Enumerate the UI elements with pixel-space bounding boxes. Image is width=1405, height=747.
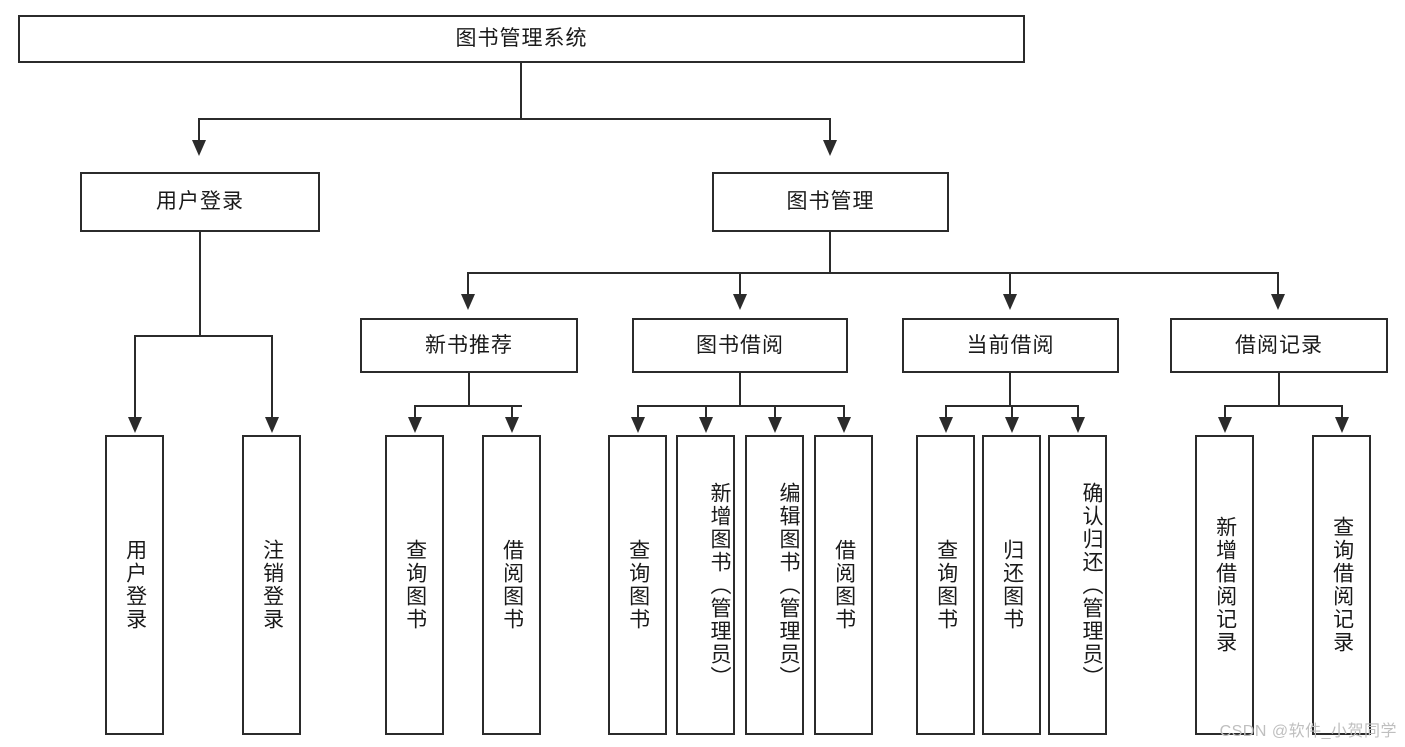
node-label: 图书管理系统 <box>455 27 588 51</box>
edge-current-borrow-drop-3 <box>1077 405 1079 419</box>
arrowhead-leaf-add-record <box>1218 417 1232 433</box>
leaf-borrow-book-borrow[interactable]: 借阅图书 <box>814 435 873 735</box>
arrowhead-leaf-logout <box>265 417 279 433</box>
leaf-query-borrow-record[interactable]: 查询借阅记录 <box>1312 435 1371 735</box>
edge-book-borrow-drop-3 <box>774 405 776 419</box>
edge-level2-bus <box>467 272 1278 274</box>
edge-level1-drop-book-management <box>829 118 831 143</box>
leaf-query-book-recommend[interactable]: 查询图书 <box>385 435 444 735</box>
arrowhead-leaf-confirm-return <box>1071 417 1085 433</box>
leaf-borrow-book-recommend[interactable]: 借阅图书 <box>482 435 541 735</box>
node-label: 图书管理 <box>786 190 875 214</box>
leaf-edit-book-admin[interactable]: 编辑图书（管理员） <box>745 435 804 735</box>
node-label: 用户登录 <box>123 539 147 631</box>
arrowhead-leaf-query-record <box>1335 417 1349 433</box>
node-label: 用户登录 <box>156 190 244 214</box>
edge-book-borrow-drop-1 <box>637 405 639 419</box>
edge-new-book-drop-1 <box>414 405 416 419</box>
edge-book-borrow-drop-4 <box>843 405 845 419</box>
node-borrow-record[interactable]: 借阅记录 <box>1170 318 1388 373</box>
edge-new-book-stem <box>468 373 470 407</box>
leaf-add-book-admin[interactable]: 新增图书（管理员） <box>676 435 735 735</box>
edge-user-login-drop-1 <box>134 335 136 419</box>
leaf-add-borrow-record[interactable]: 新增借阅记录 <box>1195 435 1254 735</box>
node-root-library-management-system[interactable]: 图书管理系统 <box>18 15 1025 63</box>
node-current-borrow[interactable]: 当前借阅 <box>902 318 1119 373</box>
edge-borrow-record-bus <box>1224 405 1343 407</box>
leaf-query-book-borrow[interactable]: 查询图书 <box>608 435 667 735</box>
node-user-login[interactable]: 用户登录 <box>80 172 320 232</box>
leaf-logout[interactable]: 注销登录 <box>242 435 301 735</box>
edge-book-management-stem <box>829 232 831 274</box>
arrowhead-leaf-borrow-book-a <box>505 417 519 433</box>
edge-current-borrow-stem <box>1009 373 1011 407</box>
node-book-management[interactable]: 图书管理 <box>712 172 949 232</box>
leaf-confirm-return-admin[interactable]: 确认归还（管理员） <box>1048 435 1107 735</box>
edge-level2-drop-new-book <box>467 272 469 297</box>
edge-borrow-record-stem <box>1278 373 1280 407</box>
leaf-return-book[interactable]: 归还图书 <box>982 435 1041 735</box>
arrowhead-leaf-user-login <box>128 417 142 433</box>
edge-level1-drop-user-login <box>198 118 200 143</box>
arrowhead-leaf-query-book-b <box>631 417 645 433</box>
edge-new-book-drop-2 <box>511 405 513 419</box>
node-label: 确认归还（管理员） <box>1080 481 1103 689</box>
watermark: CSDN @软件_小贺同学 <box>1219 723 1397 740</box>
node-label: 查询图书 <box>934 539 958 631</box>
arrowhead-user-login <box>192 140 206 156</box>
edge-root-stem <box>520 63 522 119</box>
edge-book-borrow-drop-2 <box>705 405 707 419</box>
node-label: 归还图书 <box>1000 539 1024 631</box>
arrowhead-new-book-recommend <box>461 294 475 310</box>
node-label: 新增图书（管理员） <box>708 481 731 689</box>
edge-current-borrow-drop-2 <box>1011 405 1013 419</box>
node-label: 新书推荐 <box>425 333 513 357</box>
edge-current-borrow-drop-1 <box>945 405 947 419</box>
node-label: 查询图书 <box>626 539 650 631</box>
node-label: 查询图书 <box>403 539 427 631</box>
edge-borrow-record-drop-2 <box>1341 405 1343 419</box>
arrowhead-leaf-query-book-c <box>939 417 953 433</box>
edge-borrow-record-drop-1 <box>1224 405 1226 419</box>
edge-book-borrow-stem <box>739 373 741 407</box>
edge-level2-drop-current <box>1009 272 1011 297</box>
node-book-borrow[interactable]: 图书借阅 <box>632 318 848 373</box>
arrowhead-leaf-query-book-a <box>408 417 422 433</box>
leaf-query-book-current[interactable]: 查询图书 <box>916 435 975 735</box>
edge-new-book-bus <box>414 405 522 407</box>
node-label: 当前借阅 <box>966 333 1055 357</box>
node-label: 注销登录 <box>260 539 284 631</box>
node-label: 新增借阅记录 <box>1213 516 1237 654</box>
node-label: 借阅图书 <box>500 539 524 631</box>
edge-book-borrow-bus <box>637 405 845 407</box>
node-label: 借阅记录 <box>1235 333 1323 357</box>
node-label: 图书借阅 <box>696 333 784 357</box>
arrowhead-current-borrow <box>1003 294 1017 310</box>
arrowhead-leaf-edit-book <box>768 417 782 433</box>
arrowhead-book-borrow <box>733 294 747 310</box>
node-label: 借阅图书 <box>832 539 856 631</box>
arrowhead-leaf-return-book <box>1005 417 1019 433</box>
edge-level2-drop-borrow <box>739 272 741 297</box>
node-label: 查询借阅记录 <box>1330 516 1354 654</box>
edge-user-login-bus <box>134 335 273 337</box>
edge-user-login-stem <box>199 232 201 336</box>
arrowhead-leaf-borrow-book-b <box>837 417 851 433</box>
edge-level2-drop-record <box>1277 272 1279 297</box>
node-new-book-recommend[interactable]: 新书推荐 <box>360 318 578 373</box>
leaf-user-login[interactable]: 用户登录 <box>105 435 164 735</box>
edge-level1-bus <box>198 118 830 120</box>
arrowhead-leaf-add-book <box>699 417 713 433</box>
arrowhead-borrow-record <box>1271 294 1285 310</box>
edge-user-login-drop-2 <box>271 335 273 419</box>
node-label: 编辑图书（管理员） <box>777 481 800 689</box>
arrowhead-book-management <box>823 140 837 156</box>
